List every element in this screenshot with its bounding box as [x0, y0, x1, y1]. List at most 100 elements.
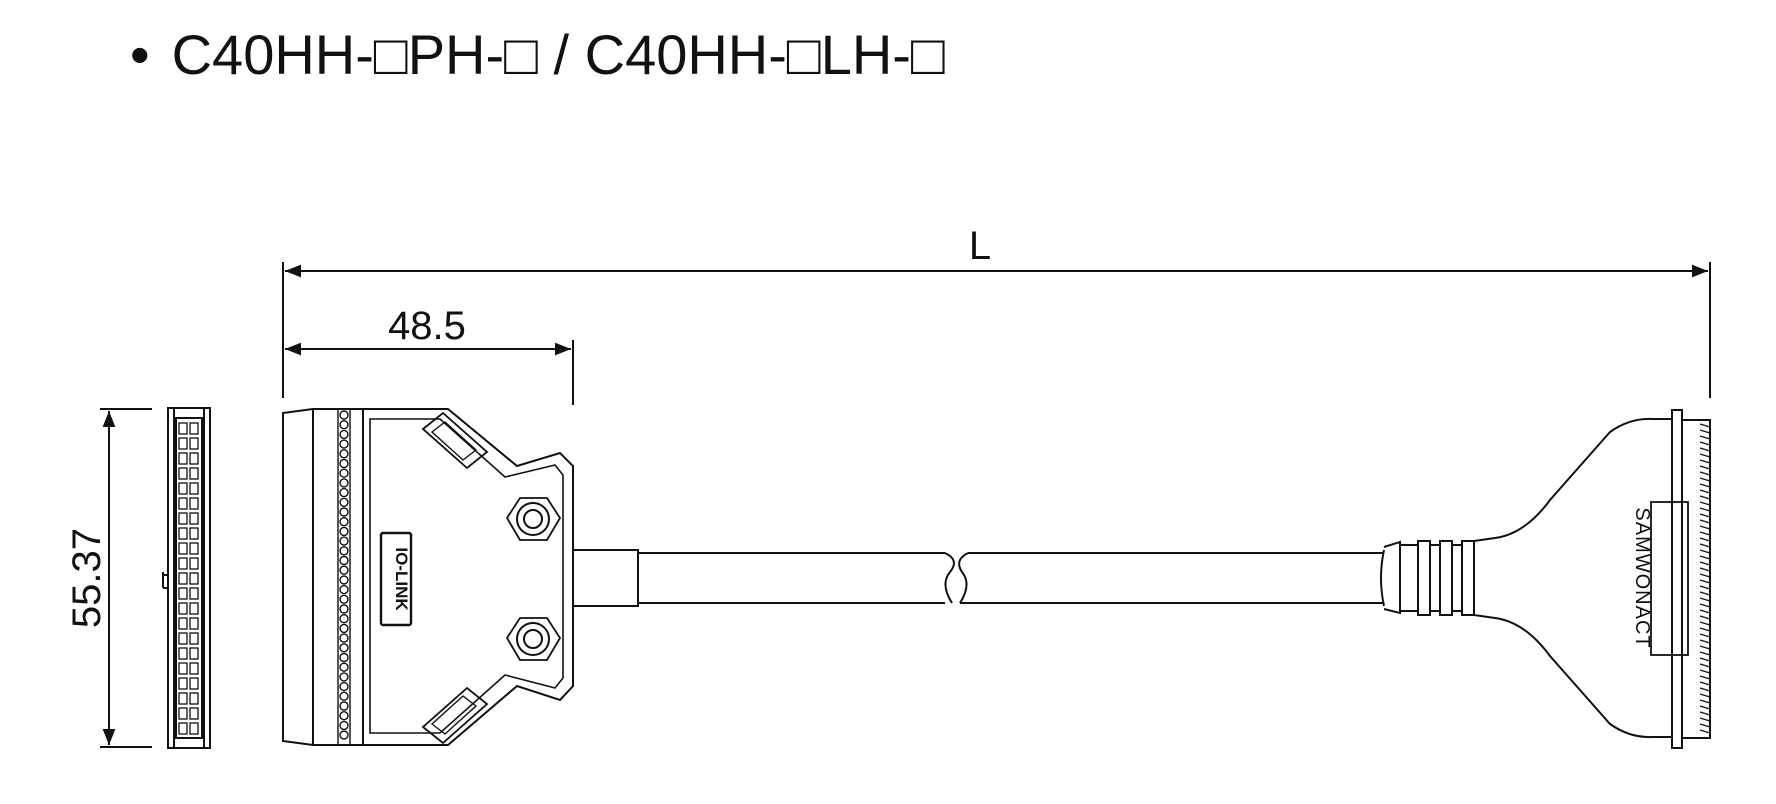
- pin-cell: [178, 602, 188, 615]
- pin-cell: [178, 527, 188, 540]
- bead: [339, 584, 349, 595]
- tooth: [1699, 447, 1711, 452]
- tooth: [1699, 609, 1711, 614]
- tooth: [1699, 507, 1711, 512]
- bead: [339, 429, 349, 440]
- tooth: [1699, 651, 1711, 656]
- bead: [339, 420, 349, 430]
- tooth: [1699, 435, 1711, 440]
- pin-cell: [178, 437, 188, 450]
- bead: [339, 487, 349, 498]
- pin-cell: [178, 482, 188, 495]
- brand-label: SAMWONACT: [1631, 507, 1653, 648]
- bead: [339, 536, 349, 546]
- pin-cell: [178, 692, 188, 705]
- tooth: [1699, 423, 1711, 428]
- connector-head: [282, 408, 574, 746]
- tooth: [1699, 489, 1711, 494]
- dimension-overall-length: [282, 262, 1711, 398]
- pin-cell: [178, 452, 188, 465]
- tooth: [1699, 549, 1711, 554]
- tooth: [1699, 573, 1711, 578]
- tooth: [1699, 627, 1711, 632]
- tooth: [1699, 591, 1711, 596]
- tooth: [1699, 429, 1711, 434]
- tooth: [1699, 495, 1711, 500]
- tooth: [1699, 525, 1711, 530]
- pin-cell: [189, 512, 199, 525]
- tooth: [1699, 561, 1711, 566]
- bead: [339, 672, 349, 682]
- bead: [339, 623, 349, 634]
- pin-cell: [189, 497, 199, 510]
- strain-relief: [1380, 540, 1475, 616]
- tooth: [1699, 717, 1711, 722]
- pin-cell: [178, 542, 188, 555]
- tooth: [1699, 639, 1711, 644]
- pin-cell: [178, 557, 188, 570]
- bead: [339, 478, 349, 488]
- tooth: [1699, 687, 1711, 692]
- dimension-head-length: [285, 340, 574, 405]
- tooth: [1699, 603, 1711, 608]
- pin-cell: [189, 467, 199, 480]
- pin-cell: [178, 632, 188, 645]
- pin-cell: [189, 677, 199, 690]
- cable: [572, 549, 1384, 607]
- tooth: [1699, 567, 1711, 572]
- bead: [339, 497, 349, 507]
- tooth: [1699, 477, 1711, 482]
- pin-cell: [178, 512, 188, 525]
- pin-cell: [189, 422, 199, 435]
- bead: [339, 439, 349, 449]
- bead: [339, 526, 349, 537]
- bead: [339, 701, 349, 711]
- bead: [339, 662, 349, 672]
- screw-top-icon: [505, 497, 562, 541]
- tooth: [1699, 663, 1711, 668]
- dimension-height: [100, 408, 152, 748]
- pin-cell: [178, 572, 188, 585]
- dimension-l-label: L: [969, 224, 991, 268]
- tooth: [1699, 705, 1711, 710]
- pin-cell: [189, 587, 199, 600]
- tooth: [1699, 459, 1711, 464]
- tooth: [1699, 513, 1711, 518]
- pin-cell: [178, 422, 188, 435]
- bead: [339, 691, 349, 701]
- pin-cell: [189, 542, 199, 555]
- tooth: [1699, 615, 1711, 620]
- pin-cell: [189, 632, 199, 645]
- bead: [339, 730, 349, 740]
- bead: [339, 546, 349, 556]
- bead: [339, 604, 349, 614]
- tooth: [1699, 681, 1711, 686]
- pin-cell: [178, 617, 188, 630]
- pin-cell: [189, 557, 199, 570]
- dimension-55-label: 55.37: [65, 528, 109, 628]
- pin-cell: [189, 662, 199, 675]
- bead: [339, 594, 349, 604]
- bead: [339, 410, 349, 420]
- tooth: [1699, 501, 1711, 506]
- iolink-logo-text: IO-LINK: [392, 547, 411, 611]
- title-bullet: •: [130, 23, 150, 86]
- pin-cell: [178, 722, 188, 735]
- pin-cell: [189, 722, 199, 735]
- pin-cell: [189, 617, 199, 630]
- bead: [339, 633, 349, 643]
- tooth: [1699, 723, 1711, 728]
- bead: [339, 652, 349, 663]
- tooth: [1699, 483, 1711, 488]
- pin-cell: [189, 572, 199, 585]
- bead: [339, 458, 349, 469]
- bead: [339, 681, 349, 692]
- tooth: [1699, 633, 1711, 638]
- bead: [339, 468, 349, 478]
- bead: [339, 507, 349, 517]
- bead: [339, 720, 349, 731]
- tooth: [1699, 597, 1711, 602]
- tooth: [1699, 441, 1711, 446]
- tooth: [1699, 537, 1711, 542]
